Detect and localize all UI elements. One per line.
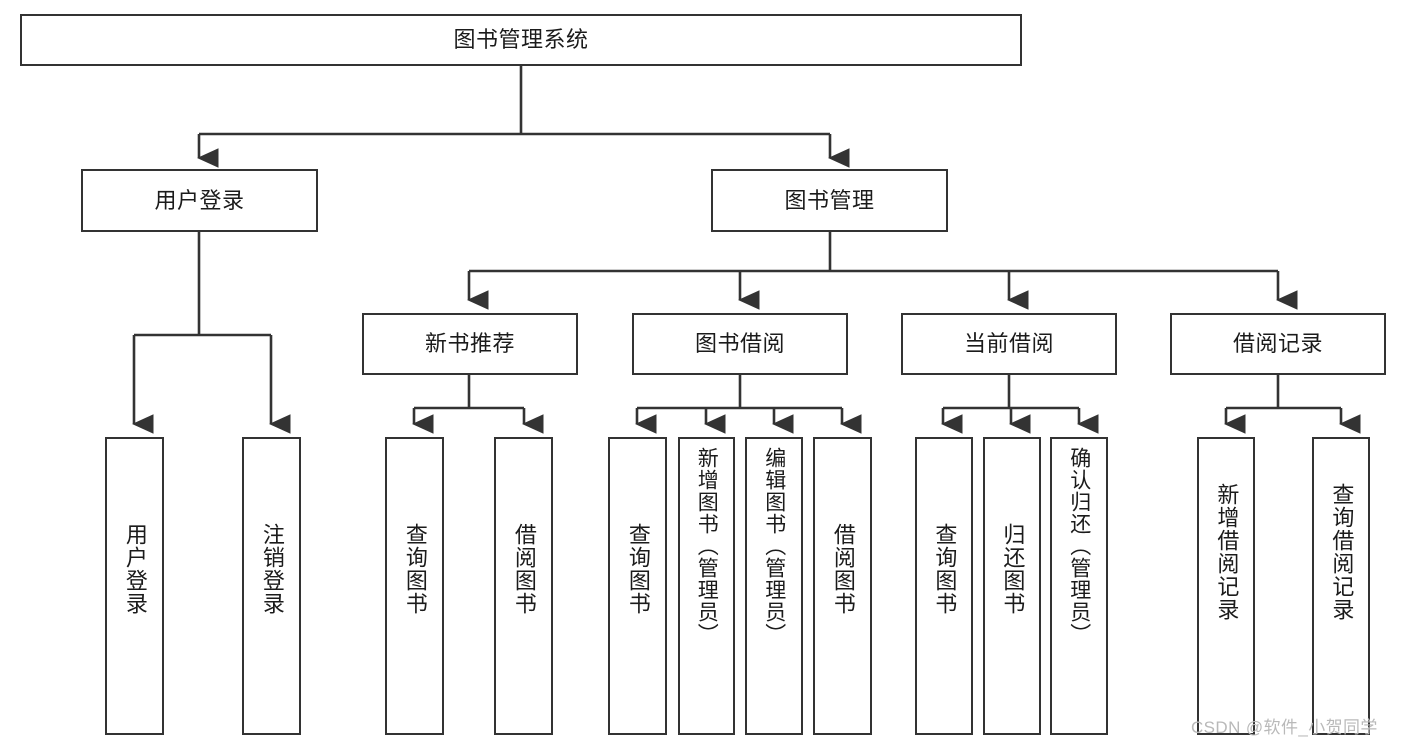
node-label: 查询借阅记录 [1329, 483, 1355, 621]
node-label: 借阅图书 [830, 523, 856, 615]
node-label: 编辑图书（管理员） [762, 447, 786, 645]
leaf-current-query-book[interactable]: 查询图书 [915, 437, 973, 735]
node-label: 图书管理系统 [453, 27, 589, 53]
node-label: 新增借阅记录 [1214, 483, 1240, 621]
node-label: 图书管理 [784, 187, 875, 213]
node-label: 用户登录 [154, 187, 245, 213]
node-label: 图书借阅 [694, 331, 785, 357]
node-label: 查询图书 [402, 523, 428, 615]
node-borrow-records[interactable]: 借阅记录 [1170, 313, 1386, 375]
node-label: 归还图书 [1000, 523, 1026, 615]
node-label: 借阅记录 [1232, 331, 1323, 357]
node-book-borrowing[interactable]: 图书借阅 [632, 313, 848, 375]
node-label: 新增图书（管理员） [695, 447, 719, 645]
node-new-book-recommendation[interactable]: 新书推荐 [362, 313, 578, 375]
node-label: 确认归还（管理员） [1067, 447, 1091, 645]
node-book-management[interactable]: 图书管理 [711, 169, 948, 232]
node-label: 新书推荐 [424, 331, 515, 357]
node-label: 注销登录 [259, 523, 285, 615]
node-label: 借阅图书 [511, 523, 537, 615]
leaf-current-confirm-return-admin[interactable]: 确认归还（管理员） [1050, 437, 1108, 735]
leaf-borrow-edit-book-admin[interactable]: 编辑图书（管理员） [745, 437, 803, 735]
node-current-borrowing[interactable]: 当前借阅 [901, 313, 1117, 375]
leaf-user-logout[interactable]: 注销登录 [242, 437, 301, 735]
leaf-rec-borrow-book[interactable]: 借阅图书 [494, 437, 553, 735]
leaf-user-login[interactable]: 用户登录 [105, 437, 164, 735]
csdn-watermark: CSDN @软件_小贺同学 [1191, 718, 1378, 737]
leaf-borrow-query-book[interactable]: 查询图书 [608, 437, 667, 735]
leaf-record-query[interactable]: 查询借阅记录 [1312, 437, 1370, 735]
node-root-system[interactable]: 图书管理系统 [20, 14, 1022, 66]
leaf-borrow-add-book-admin[interactable]: 新增图书（管理员） [678, 437, 735, 735]
node-label: 查询图书 [625, 523, 651, 615]
node-label: 用户登录 [122, 523, 148, 615]
leaf-borrow-borrow-book[interactable]: 借阅图书 [813, 437, 872, 735]
node-label: 当前借阅 [963, 331, 1054, 357]
node-user-login[interactable]: 用户登录 [81, 169, 318, 232]
leaf-record-add[interactable]: 新增借阅记录 [1197, 437, 1255, 735]
node-label: 查询图书 [932, 523, 958, 615]
leaf-rec-query-book[interactable]: 查询图书 [385, 437, 444, 735]
leaf-current-return-book[interactable]: 归还图书 [983, 437, 1041, 735]
